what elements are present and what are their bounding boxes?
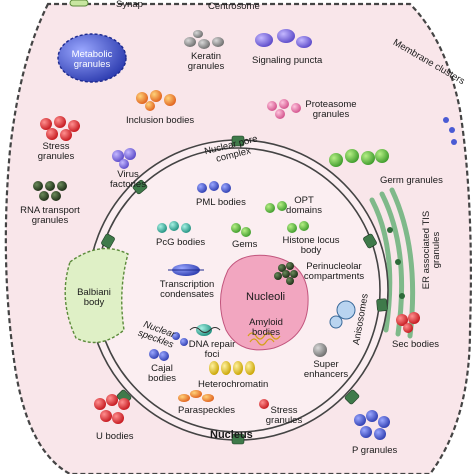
label-proteasome-granules: Proteasome granules <box>305 99 357 120</box>
proteasome-granules-shapes <box>267 99 301 119</box>
gems-shapes <box>231 223 251 237</box>
signaling-puncta-shapes <box>255 29 312 48</box>
label-stress-granules-nuc: Stress granules <box>265 405 303 426</box>
label-cajal-bodies: Cajal bodies <box>148 363 176 384</box>
label-balbiani-body: Balbiani body <box>77 287 111 308</box>
inclusion-bodies-shapes <box>136 90 176 111</box>
nuclear-speckles-shapes <box>172 332 188 346</box>
label-metabolic-granules: Metabolic granules <box>71 49 113 70</box>
amyloid-bodies-fibers <box>247 332 281 346</box>
label-germ-granules: Germ granules <box>380 175 443 186</box>
label-u-bodies: U bodies <box>96 431 134 442</box>
cajal-bodies-shapes <box>149 349 169 361</box>
label-amyloid-bodies: Amyloid bodies <box>249 317 283 338</box>
super-enhancers-shapes <box>313 343 327 357</box>
histone-locus-body-shapes <box>287 221 309 233</box>
anisosomes-shapes <box>329 300 356 329</box>
label-perinucleolar-compartments: Perinucleolar compartments <box>303 261 365 282</box>
label-transcription-condensates: Transcription condensates <box>159 279 215 300</box>
perinucleolar-compartment <box>274 262 298 285</box>
pcg-bodies-shapes <box>157 221 191 233</box>
stress-granules-nuc-shapes <box>259 399 269 409</box>
u-bodies-shapes <box>94 394 130 424</box>
membrane-clusters-shapes <box>443 117 457 145</box>
label-p-granules: P granules <box>352 445 398 456</box>
label-gems: Gems <box>232 239 258 250</box>
dna-repair-foci-shapes <box>189 324 221 336</box>
label-er-tis-granules: ER associated TIS granules <box>421 210 442 290</box>
label-rna-transport-granules: RNA transport granules <box>20 205 80 226</box>
stress-granules-cyto-shapes <box>40 116 80 141</box>
label-inclusion-bodies: Inclusion bodies <box>126 115 195 126</box>
label-signaling-puncta: Signaling puncta <box>252 55 323 66</box>
virus-factories-shapes <box>112 148 136 169</box>
label-stress-granules-cyto: Stress granules <box>37 141 75 162</box>
label-nucleus: Nucleus <box>210 429 253 441</box>
label-pcg-bodies: PcG bodies <box>156 237 206 248</box>
label-centrosome: Centrosome <box>208 1 260 12</box>
transcription-condensates-shapes <box>168 264 204 276</box>
label-histone-locus-body: Histone locus body <box>282 235 340 256</box>
pml-bodies-shapes <box>197 181 231 193</box>
label-nucleoli: Nucleoli <box>246 291 286 303</box>
centrosome-shape <box>69 0 89 7</box>
label-sec-bodies: Sec bodies <box>392 339 440 350</box>
nucleolus <box>220 254 309 351</box>
p-granules-shapes <box>354 410 390 440</box>
label-pml-bodies: PML bodies <box>196 197 246 208</box>
label-dna-repair-foci: DNA repair foci <box>188 339 236 360</box>
sec-bodies-shapes <box>396 312 420 333</box>
keratin-granules-shapes <box>184 30 224 49</box>
label-virus-factories: Virus factories <box>110 169 146 190</box>
nuclear-pores <box>101 135 388 445</box>
label-paraspeckles: Paraspeckles <box>178 405 236 416</box>
balbiani-body <box>64 247 129 344</box>
metabolic-granules-blob <box>57 33 127 83</box>
label-opt-domains: OPT domains <box>286 195 322 216</box>
label-keratin-granules: Keratin granules <box>187 51 225 72</box>
label-heterochromatin: Heterochromatin <box>198 379 269 390</box>
paraspeckles-shapes <box>178 390 214 402</box>
label-synapse: Synap <box>116 0 143 10</box>
opt-domains-shapes <box>265 201 287 213</box>
label-super-enhancers: Super enhancers <box>303 359 349 380</box>
germ-granules-shapes <box>329 149 389 167</box>
heterochromatin-shapes <box>209 361 255 375</box>
rna-transport-granules-shapes <box>33 181 67 201</box>
